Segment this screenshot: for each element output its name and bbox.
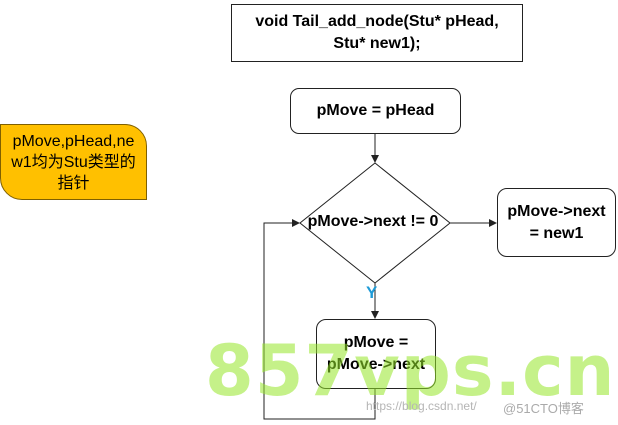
yes-branch-label: Y xyxy=(366,283,378,302)
watermark-cto: @51CTO博客 xyxy=(503,401,584,416)
function-signature-box: void Tail_add_node(Stu* pHead, Stu* new1… xyxy=(231,4,523,62)
exit-step-text: pMove->next = new1 xyxy=(507,202,606,242)
watermark-source-url: https://blog.csdn.net/ xyxy=(366,399,477,413)
watermark-text: 857vps.cn xyxy=(205,330,616,412)
condition-text: pMove->next != 0 xyxy=(307,213,439,230)
loop-step-text: pMove = pMove->next xyxy=(326,334,426,373)
loop-step-box: pMove = pMove->next xyxy=(316,319,436,389)
function-signature-text: void Tail_add_node(Stu* pHead, Stu* new1… xyxy=(255,13,499,52)
note-text: pMove,pHead,ne w1均为Stu类型的 指针 xyxy=(11,132,136,192)
note-callout: pMove,pHead,ne w1均为Stu类型的 指针 xyxy=(0,124,147,200)
init-step-text: pMove = pHead xyxy=(316,102,435,119)
init-step-box: pMove = pHead xyxy=(290,88,461,134)
exit-step-box: pMove->next = new1 xyxy=(497,188,616,257)
arrow-loop-back xyxy=(263,219,376,420)
